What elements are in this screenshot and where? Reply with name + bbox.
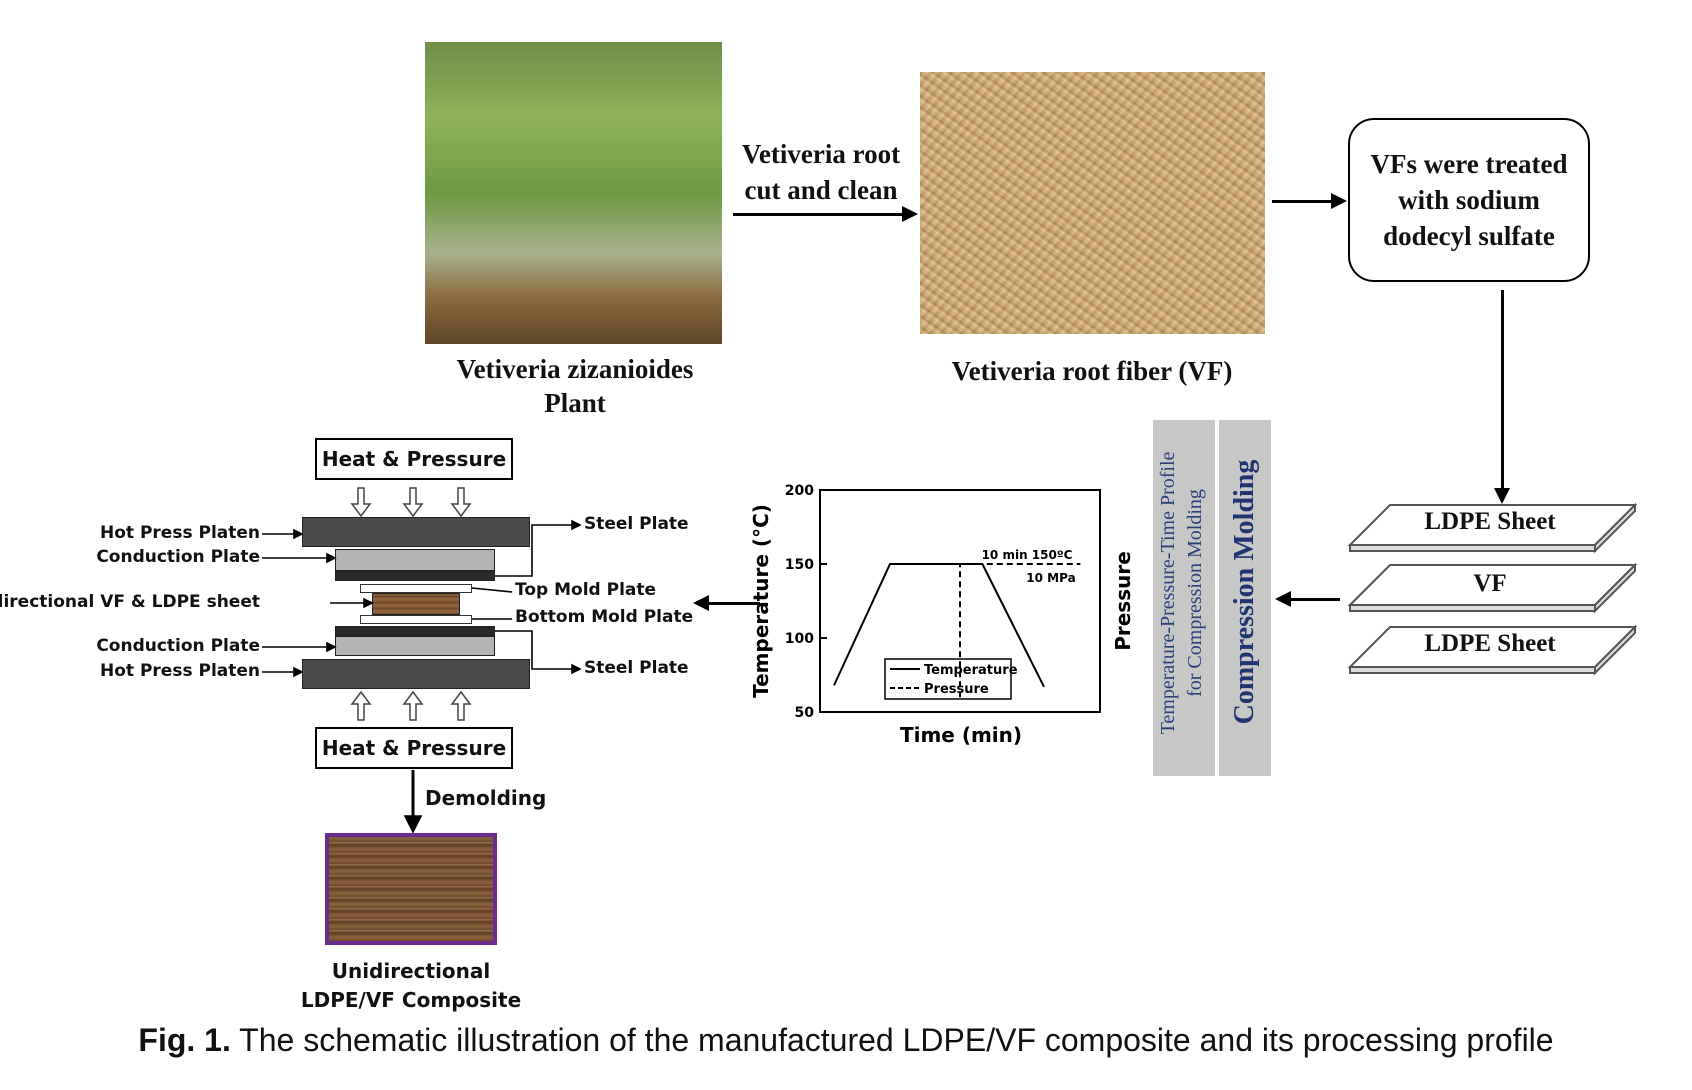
vetiveria-plant-photo xyxy=(425,42,722,344)
temperature-pressure-time-chart: 200 150 100 50 10 min 150ºC 10 MPa Temperat… xyxy=(749,483,1135,747)
chart-legend xyxy=(884,658,1012,700)
ldpe-sheet-top-label: LDPE Sheet xyxy=(1424,508,1556,535)
arrow-sheets-to-molding-head xyxy=(1275,591,1291,607)
pressure-arrow-up-2 xyxy=(402,690,424,721)
pressure-arrow-down-2 xyxy=(402,487,424,518)
heat-pressure-top-box: Heat & Pressure xyxy=(315,438,513,480)
y-tick-label: 100 xyxy=(785,631,814,647)
compression-molding-panel: Temperature-Pressure-Time Profile for Co… xyxy=(1153,420,1271,776)
vf-sheet-label: VF xyxy=(1473,570,1507,597)
series-temperature-line xyxy=(833,563,1045,688)
top-mold-plate xyxy=(360,584,472,593)
composite-caption-line1: Unidirectional xyxy=(331,959,491,983)
conduction-plate-top xyxy=(335,549,495,571)
figure-label: Fig. 1. xyxy=(138,1022,231,1058)
steel-plate-top-label: Steel Plate xyxy=(584,514,689,534)
series-layer xyxy=(833,563,1081,698)
cut-clean-line2: cut and clean xyxy=(744,175,898,205)
arrow-plant-to-fiber xyxy=(733,213,903,216)
demolding-label: Demolding xyxy=(425,786,547,810)
sheet-stack xyxy=(1347,502,1638,676)
legend-pressure-label: Pressure xyxy=(924,682,989,697)
x-axis-label: Time (min) xyxy=(900,723,1022,747)
arrow-sheets-to-molding xyxy=(1290,598,1340,601)
profile-column xyxy=(1153,420,1215,776)
specimen-vf-ldpe xyxy=(372,593,460,615)
leader-steel-bottom xyxy=(495,630,574,670)
arrow-treat-to-sheets xyxy=(1501,290,1504,490)
composite-sample xyxy=(325,833,497,945)
legend-temperature-label: Temperature xyxy=(924,663,1018,678)
steel-plate-top xyxy=(335,571,495,581)
steel-plate-bottom-label: Steel Plate xyxy=(584,658,689,678)
figure-caption-text: The schematic illustration of the manufa… xyxy=(230,1022,1554,1058)
top-mold-plate-label: Top Mold Plate xyxy=(515,580,657,600)
y-tick-label: 200 xyxy=(785,483,814,499)
leader-steel-top-head xyxy=(571,519,582,531)
hot-press-platen-bottom xyxy=(302,659,530,689)
cut-clean-label: Vetiveria root cut and clean xyxy=(726,136,916,208)
leader-platen-top-head xyxy=(293,528,304,540)
cut-clean-line1: Vetiveria root xyxy=(741,139,901,169)
annotation-pressure: 10 MPa xyxy=(1026,571,1075,585)
demolding-arrow-head xyxy=(403,815,423,834)
leader-conduction-bottom-head xyxy=(326,641,337,653)
plant-caption-line2: Plant xyxy=(544,388,606,418)
arrow-fiber-to-treat-head xyxy=(1331,193,1347,209)
arrow-molding-to-press xyxy=(708,602,760,605)
conduction-plate-bottom-label: Conduction Plate xyxy=(96,636,260,656)
ldpe-sheet-bottom-side xyxy=(1594,624,1636,676)
y-tick-label: 50 xyxy=(795,705,815,721)
leader-steel-top xyxy=(495,524,574,577)
heat-pressure-bottom-box: Heat & Pressure xyxy=(315,727,513,769)
plant-caption: Vetiveria zizanioides Plant xyxy=(420,352,730,420)
pressure-axis-label: Pressure xyxy=(1111,551,1135,651)
leader-platen-bottom-head xyxy=(293,666,304,678)
y-axis-label: Temperature (°C) xyxy=(749,504,773,698)
pressure-arrow-up-1 xyxy=(350,690,372,721)
press-arrows xyxy=(350,487,472,721)
hot-press-platen-bottom-label: Hot Press Platen xyxy=(100,661,260,681)
bottom-mold-plate-label: Bottom Mold Plate xyxy=(515,607,694,627)
vetiveria-root-fiber-photo xyxy=(920,72,1265,334)
conduction-plate-top-label: Conduction Plate xyxy=(96,547,260,567)
conduction-plate-bottom xyxy=(335,636,495,656)
plant-caption-line1: Vetiveria zizanioides xyxy=(456,354,694,384)
pressure-arrow-up-3 xyxy=(450,690,472,721)
y-ticks: 200 150 100 50 xyxy=(785,483,827,721)
steel-plate-bottom xyxy=(335,626,495,636)
arrow-fiber-to-treat xyxy=(1272,200,1332,203)
composite-caption: Unidirectional LDPE/VF Composite xyxy=(290,957,532,1015)
leader-top-mold xyxy=(471,587,513,593)
vf-sheet-side xyxy=(1594,562,1636,614)
figure-caption: Fig. 1. The schematic illustration of th… xyxy=(0,1022,1692,1059)
arrow-plant-to-fiber-head xyxy=(902,206,918,222)
y-tick-label: 150 xyxy=(785,557,814,573)
fiber-caption: Vetiveria root fiber (VF) xyxy=(951,356,1233,386)
annotation-hold: 10 min 150ºC xyxy=(982,548,1073,562)
bottom-mold-plate xyxy=(360,615,472,624)
pressure-arrow-down-3 xyxy=(450,487,472,518)
arrow-treat-to-sheets-head xyxy=(1494,488,1510,504)
ldpe-sheet-bottom-label: LDPE Sheet xyxy=(1424,630,1556,657)
leader-specimen-head xyxy=(363,597,374,609)
series-pressure-line xyxy=(959,563,1081,698)
specimen-label: Unidirectional VF & LDPE sheet xyxy=(0,592,260,612)
leader-steel-bottom-head xyxy=(571,663,582,675)
leader-conduction-top-head xyxy=(326,552,337,564)
treatment-box: VFs were treated with sodium dodecyl sul… xyxy=(1348,118,1590,282)
hot-press-platen-top xyxy=(302,517,530,547)
pressure-arrow-down-1 xyxy=(350,487,372,518)
composite-caption-line2: LDPE/VF Composite xyxy=(300,988,522,1012)
ldpe-sheet-top-side xyxy=(1594,502,1636,554)
arrow-molding-to-press-head xyxy=(693,595,709,611)
title-column xyxy=(1219,420,1271,776)
hot-press-platen-top-label: Hot Press Platen xyxy=(100,523,260,543)
